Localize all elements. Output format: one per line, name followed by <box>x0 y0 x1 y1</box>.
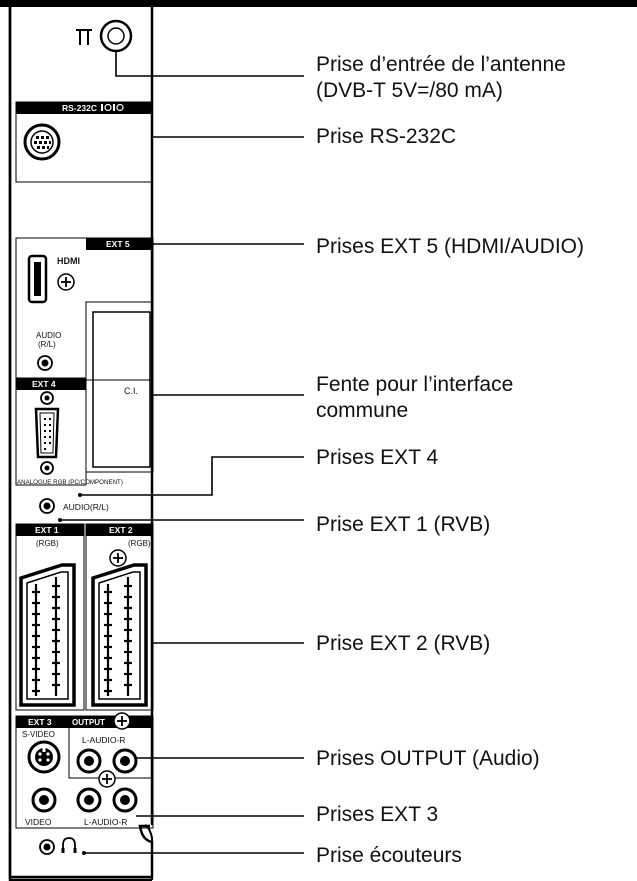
callout-ext1: Prise EXT 1 (RVB) <box>316 513 491 536</box>
ext4-audio-label: AUDIO(R/L) <box>63 502 109 512</box>
callout-antenna-line2: (DVB-T 5V=/80 mA) <box>316 79 503 102</box>
hdmi-label: HDMI <box>57 256 80 266</box>
ground-screw-icon <box>109 549 127 567</box>
ci-box <box>85 301 154 473</box>
callout-output: Prises OUTPUT (Audio) <box>316 747 540 770</box>
rs232c-port <box>23 123 61 161</box>
output-audio-l-jack <box>76 748 102 774</box>
ext3-audio-r-jack <box>112 787 138 813</box>
ground-screw-icon <box>113 712 131 730</box>
leader-lines <box>60 51 304 854</box>
analogue-rgb-label: ANALOGUE RGB (PC/COMPONENT) <box>17 479 123 486</box>
video-label: VIDEO <box>25 817 52 827</box>
antenna-icon <box>76 29 92 45</box>
ext3-audio-l-jack <box>76 787 102 813</box>
output-header: OUTPUT <box>72 718 105 727</box>
serial-port-icon <box>101 103 124 112</box>
antenna-jack <box>99 19 133 53</box>
ci-label: C.I. <box>124 386 138 396</box>
ext1-scart-port <box>19 563 76 707</box>
ext5-audio-label: AUDIO <box>36 331 61 340</box>
rs232c-header: RS-232C <box>62 103 97 113</box>
top-edge <box>0 0 637 7</box>
svideo-port <box>27 740 61 774</box>
ground-screw-icon <box>57 273 75 291</box>
ground-screw-icon <box>98 770 116 788</box>
callout-ext4: Prises EXT 4 <box>316 446 439 469</box>
output-audio-r-jack <box>112 748 138 774</box>
ext3-header: EXT 3 <box>28 717 52 727</box>
callout-ci-line1: Fente pour l’interface <box>316 373 514 396</box>
callout-ext5: Prises EXT 5 (HDMI/AUDIO) <box>316 235 584 258</box>
callout-rs232c: Prise RS-232C <box>316 125 457 148</box>
ext4-header: EXT 4 <box>32 379 56 389</box>
ext5-header: EXT 5 <box>106 239 130 249</box>
ext2-header: EXT 2 <box>109 525 133 535</box>
vga-port <box>34 391 60 475</box>
ext2-scart-port <box>91 563 148 707</box>
callout-headphones: Prise écouteurs <box>316 844 462 867</box>
headphone-jack <box>39 839 55 855</box>
ext5-audio-rl-label: (R/L) <box>38 340 56 349</box>
callout-ext3: Prises EXT 3 <box>316 803 439 826</box>
callout-ci-line2: commune <box>316 399 409 422</box>
svideo-label: S-VIDEO <box>22 730 55 739</box>
leader-antenna <box>115 51 304 77</box>
callout-antenna-line1: Prise d’entrée de l’antenne <box>316 53 566 76</box>
callout-ext2: Prise EXT 2 (RVB) <box>316 632 491 655</box>
leader-ext4 <box>80 456 304 496</box>
ci-slot <box>92 311 151 468</box>
ext2-rgb-label: (RGB) <box>128 539 151 548</box>
ext1-header: EXT 1 <box>35 525 59 535</box>
output-l-audio-r-label: L-AUDIO-R <box>82 735 125 745</box>
headphones-icon <box>61 837 77 853</box>
hdmi-port <box>27 254 48 304</box>
ext3-video-jack <box>31 787 57 813</box>
ext1-rgb-label: (RGB) <box>36 539 59 548</box>
ext3-l-audio-r-label: L-AUDIO-R <box>84 817 127 827</box>
ext5-audio-jack <box>37 355 53 371</box>
ext4-audio-jack <box>39 498 55 514</box>
